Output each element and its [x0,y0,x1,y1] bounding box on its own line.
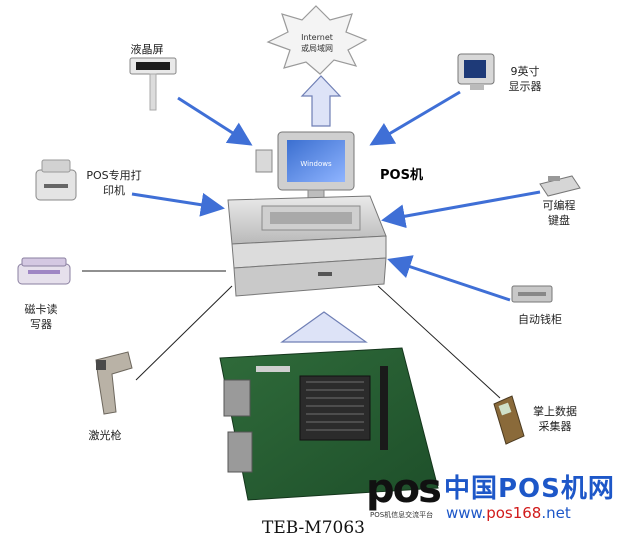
card-reader-label-line2: 写器 [30,318,52,331]
monitor-label: 9英寸 显示器 [500,64,550,94]
internet-cloud-icon [266,5,368,75]
scanner-label: 激光枪 [88,429,122,442]
card-reader-icon [17,257,71,285]
keyboard-label-line2: 键盘 [548,214,570,227]
card-reader-label: 磁卡读 写器 [18,302,64,332]
watermark-url-highlight: pos168 [486,504,542,522]
arrow-drawer [387,255,511,302]
motherboard-icon [219,347,439,501]
pda-label: 掌上数据 采集器 [524,404,586,434]
cash-drawer-icon [511,285,553,303]
line-pda [377,285,501,399]
pda-label-line2: 采集器 [538,420,572,433]
watermark-logo: pos [366,466,442,512]
watermark-logo-small: POS机信息交流平台 [370,511,434,519]
monitor-label-line2: 显示器 [508,80,542,93]
keyboard-label-line1: 可编程 [542,199,576,212]
arrow-monitor [369,90,461,146]
arrow-keyboard [381,190,541,229]
watermark-title: 中国POS机网 [444,474,615,504]
upload-arrow-icon [300,75,342,127]
internet-cloud-label: Internet 或局域网 [282,32,352,54]
pda-label-line1: 掌上数据 [533,405,577,418]
svg-text:Windows: Windows [300,160,332,168]
line-scanner [135,285,233,381]
cloud-line2: 或局域网 [301,44,333,53]
printer-label-line1: POS专用打 [86,169,142,182]
watermark-url-suffix: .net [541,504,571,522]
keyboard-label: 可编程 键盘 [536,198,582,228]
printer-label: POS专用打 印机 [78,168,150,198]
board-up-triangle-icon [280,311,368,343]
printer-label-line2: 印机 [103,184,125,197]
connection-lines [82,270,501,399]
monitor-label-line1: 9英寸 [510,65,540,78]
cash-drawer-label: 自动钱柜 [518,313,562,326]
cloud-line1: Internet [301,33,333,42]
card-reader-label-line1: 磁卡读 [24,303,58,316]
arrow-printer [131,192,225,217]
pda-icon [493,395,525,445]
lcd-label: 液晶屏 [130,43,164,56]
board-caption: TEB-M7063 [262,518,365,538]
monitor-icon [457,53,495,90]
pos-terminal-label: POS机 [380,168,423,183]
lcd-display-icon [129,57,177,111]
arrow-lcd [177,96,253,146]
watermark-url-prefix: www. [446,504,487,522]
pos-terminal-icon: Windows [227,131,387,297]
printer-icon [35,159,77,201]
watermark-url: www.pos168.net [446,504,571,522]
programmable-keyboard-icon [539,175,581,197]
connection-arrows [131,90,541,302]
laser-scanner-icon [95,351,133,415]
